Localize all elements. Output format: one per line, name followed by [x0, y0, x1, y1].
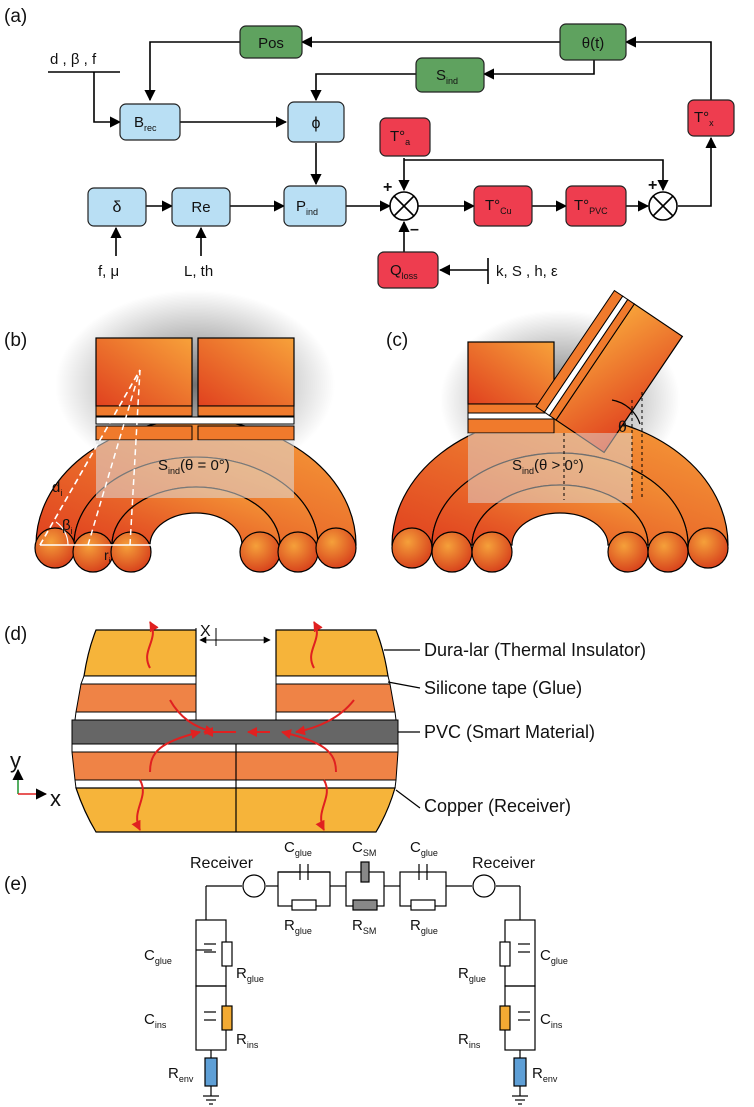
panel-d-layer-2: PVC (Smart Material) — [424, 722, 595, 742]
block-theta-t: θ(t) — [559, 23, 627, 61]
panel-d-label: (d) — [4, 624, 27, 645]
block-q-loss: Qloss — [377, 251, 439, 289]
panel-e-c-sm: CSM — [352, 839, 376, 858]
panel-d-axis-y: y — [10, 748, 21, 773]
block-t-x: T°x — [687, 99, 735, 137]
svg-text:Pind: Pind — [296, 198, 318, 217]
panel-c-label: (c) — [386, 330, 408, 351]
panel-e-r-env-left: Renv — [168, 1065, 194, 1084]
panel-e-circuit — [195, 861, 536, 1105]
panel-e-r-ins-left: Rins — [236, 1031, 259, 1050]
panel-e-c-glue-left: Cglue — [144, 947, 172, 966]
panel-b-illustration — [34, 290, 357, 573]
block-pos: Pos — [239, 25, 303, 59]
svg-text:Qloss: Qloss — [390, 262, 418, 281]
panel-e-c-glue-right: Cglue — [540, 947, 568, 966]
panel-e-r-glue-2: Rglue — [410, 917, 438, 936]
svg-text:T°x: T°x — [694, 109, 714, 128]
block-delta: δ — [87, 187, 147, 227]
panel-e-receiver-left: Receiver — [190, 855, 254, 872]
edge-sum2-tx — [678, 136, 717, 207]
flow-diagram — [48, 36, 717, 284]
panel-e-r-glue-1: Rglue — [284, 917, 312, 936]
sum1-minus: – — [410, 221, 419, 238]
block-s-ind: Sind — [415, 57, 485, 93]
block-t-a: T°a — [379, 117, 431, 157]
svg-text:Pos: Pos — [258, 35, 284, 52]
block-b-rec: Brec — [119, 103, 181, 141]
panel-b-d-label: di — [52, 479, 62, 498]
panel-c-sind-label: Sind(θ > 0°) — [512, 457, 584, 476]
panel-b-sind-label: Sind(θ = 0°) — [158, 457, 230, 476]
panel-c-theta-label: θ — [618, 419, 627, 436]
panel-e-r-glue-left: Rglue — [236, 965, 264, 984]
panel-e-c-glue-2: Cglue — [410, 839, 438, 858]
edge-tx-theta — [624, 36, 712, 104]
edge-sind-phi — [310, 73, 416, 102]
edge-input-brec — [93, 72, 122, 128]
panel-e-label: (e) — [4, 874, 27, 895]
block-t-cu: T°Cu — [473, 185, 533, 227]
input-brec-label: d , β , f — [50, 51, 97, 68]
input-delta-label: f, μ — [98, 263, 119, 280]
panel-b-label: (b) — [4, 330, 27, 351]
panel-a-label: (a) — [4, 6, 27, 27]
panel-d-cross-section — [12, 621, 421, 833]
svg-text:T°Cu: T°Cu — [485, 197, 512, 216]
panel-d-layer-3: Copper (Receiver) — [424, 796, 571, 816]
edge-pos-brec — [144, 41, 240, 102]
svg-text:ϕ: ϕ — [312, 115, 321, 132]
panel-c-illustration — [391, 289, 729, 573]
input-re-label: L, th — [184, 263, 213, 280]
sum1-plus: + — [383, 179, 392, 196]
svg-text:δ: δ — [113, 199, 122, 216]
block-re: Re — [171, 187, 231, 227]
svg-text:Brec: Brec — [134, 114, 157, 133]
summing-junction-1 — [389, 191, 419, 221]
panel-b-beta-label: βi — [62, 517, 73, 536]
edge-theta-sind — [482, 60, 595, 80]
sum2-plus: + — [648, 177, 657, 194]
panel-e-receiver-right: Receiver — [472, 855, 536, 872]
panel-d-layer-0: Dura-lar (Thermal Insulator) — [424, 640, 646, 660]
panel-e-c-ins-right: Cins — [540, 1011, 563, 1030]
svg-text:θ(t): θ(t) — [582, 35, 605, 52]
panel-d-axis-x: x — [50, 786, 61, 811]
block-t-pvc: T°PVC — [565, 185, 627, 227]
svg-text:Sind: Sind — [436, 67, 458, 86]
panel-d-layer-1: Silicone tape (Glue) — [424, 678, 582, 698]
panel-e-c-glue-1: Cglue — [284, 839, 312, 858]
panel-e-r-env-right: Renv — [532, 1065, 558, 1084]
svg-text:Re: Re — [191, 199, 210, 216]
summing-junction-2 — [648, 191, 678, 221]
edge-ta-sum2 — [404, 159, 669, 192]
panel-e-c-ins-left: Cins — [144, 1011, 167, 1030]
svg-text:T°PVC: T°PVC — [574, 197, 608, 216]
panel-b-r-label: ri — [104, 547, 111, 566]
panel-e-r-ins-right: Rins — [458, 1031, 481, 1050]
block-p-ind: Pind — [283, 185, 347, 227]
panel-e-r-glue-right: Rglue — [458, 965, 486, 984]
block-phi: ϕ — [287, 101, 345, 143]
panel-e-r-sm: RSM — [352, 917, 376, 936]
svg-text:T°a: T°a — [390, 128, 410, 147]
panel-d-x-dim-label: X — [200, 623, 211, 640]
input-q-label: k, S , h, ε — [496, 263, 558, 280]
